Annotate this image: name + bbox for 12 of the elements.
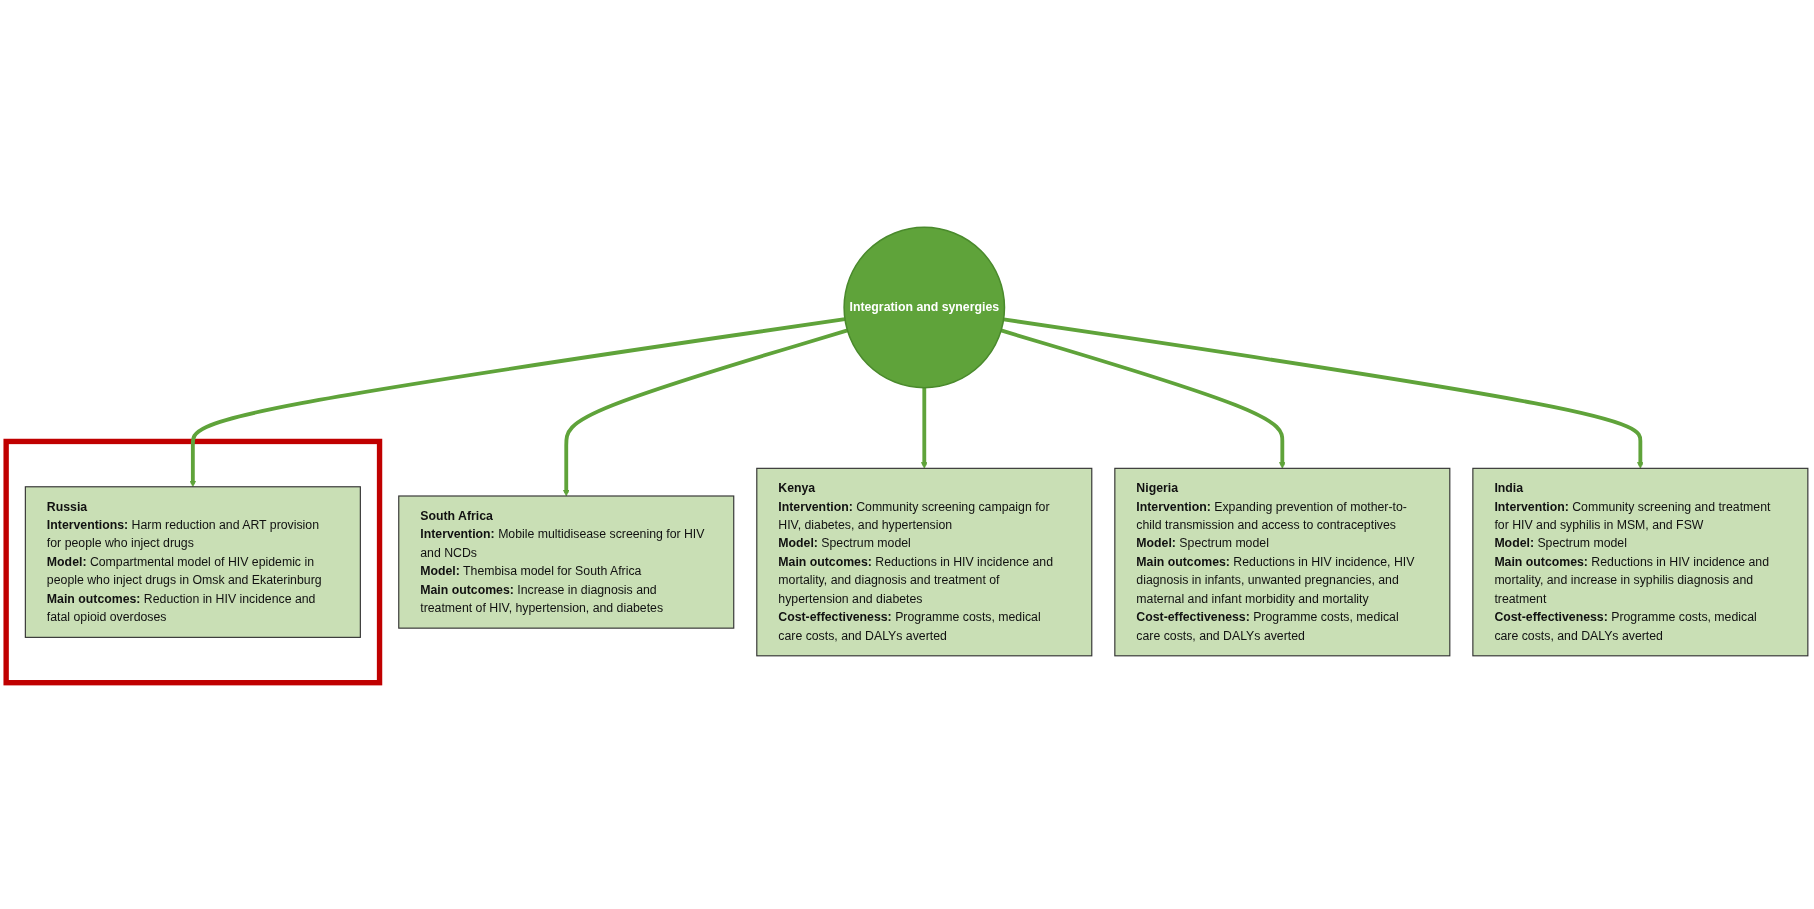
node-box: Nigeria Intervention: Expanding prevention of mother-to-child transmission and access to contraceptives Model: Spectrum model Main outcomes: Reductions in HIV incidence, HIV diagnosis in infants, unwanted pregnancies, and maternal and infant morbidity and mortality Cost-effectiveness: Programme costs, medical care costs, and DALYs averted xyxy=(1114,467,1451,656)
arrow xyxy=(562,328,848,496)
arrow xyxy=(1000,328,1286,469)
node-box: Kenya Intervention: Community screening campaign for HIV, diabetes, and hypertension Model: Spectrum model Main outcomes: Reductions in HIV incidence and mortality, and diagnosis and treatment of hypertension and diabetes Cost-effectiveness: Programme costs, medical care costs, and DALYs averted xyxy=(756,467,1093,656)
node-box: South Africa Intervention: Mobile multidisease screening for HIV and NCDs Model: Thembisa model for South Africa Main outcomes: Increase in diagnosis and treatment of HIV, hypertension, and diabetes xyxy=(398,494,735,629)
node-box: India Intervention: Community screening and treatment for HIV and syphilis in MSM, and FSW Model: Spectrum model Main outcomes: Reductions in HIV incidence and mortality, and increase in syphilis diagnosis and treatment Cost-effectiveness: Programme costs, medical care costs, and DALYs averted xyxy=(1472,467,1809,656)
arrow xyxy=(189,316,846,487)
arrow xyxy=(1003,316,1644,469)
cluster xyxy=(3,438,383,685)
arrow xyxy=(920,387,928,469)
node-box: Russia Interventions: Harm reduction and ART provision for people who inject drugs Model: Compartmental model of HIV epidemic in people who inject drugs in Omsk and Ekaterinburg Main outcomes: Reduction in HIV incidence and fatal opioid overdoses xyxy=(24,485,361,638)
node-circle: Integration and synergies xyxy=(843,226,1006,388)
